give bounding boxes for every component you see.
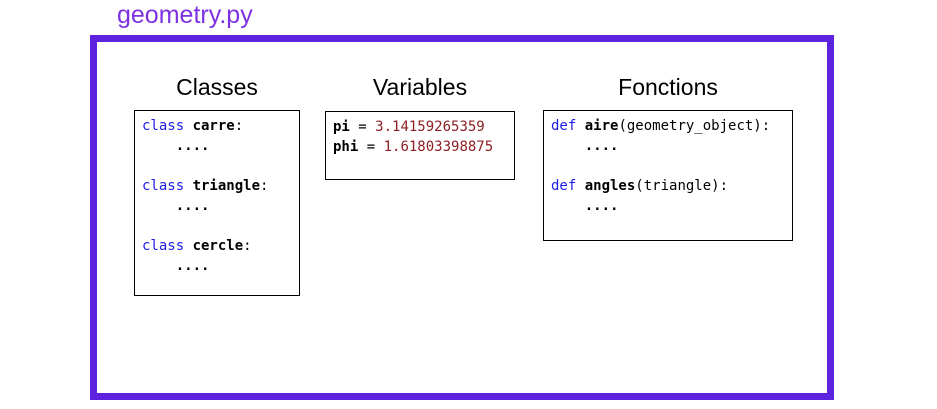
code-token: carre <box>192 118 235 134</box>
section-header-classes: Classes <box>176 74 258 100</box>
code-line: class triangle: <box>142 176 292 196</box>
code-token: : <box>243 238 252 254</box>
code-line: .... <box>142 136 292 156</box>
code-token: 1.61803398875 <box>383 139 494 155</box>
code-token: aire <box>584 118 619 134</box>
code-line <box>551 156 785 176</box>
code-token <box>551 138 585 154</box>
code-token <box>142 198 176 214</box>
code-token: (geometry_object): <box>618 118 771 134</box>
code-token: .... <box>584 138 619 154</box>
code-token: = <box>358 139 384 155</box>
code-token: .... <box>175 138 210 154</box>
code-token: phi <box>333 139 359 155</box>
code-token <box>142 258 176 274</box>
code-token: = <box>349 119 376 135</box>
code-token: : <box>260 178 269 194</box>
code-token: class <box>142 118 193 134</box>
code-box-fonctions: def aire(geometry_object): .... def angl… <box>543 110 793 241</box>
code-line: def angles(triangle): <box>551 176 785 196</box>
code-token: class <box>142 238 193 254</box>
code-line: class cercle: <box>142 236 292 256</box>
code-token: .... <box>175 198 210 214</box>
code-line <box>142 156 292 176</box>
code-box-classes: class carre: .... class triangle: .... c… <box>134 110 300 296</box>
code-token: angles <box>584 178 636 194</box>
code-line: .... <box>142 196 292 216</box>
code-token: def <box>551 118 585 134</box>
code-line: class carre: <box>142 116 292 136</box>
code-line <box>142 216 292 236</box>
code-token: cercle <box>192 238 244 254</box>
code-token: : <box>234 118 244 134</box>
code-line: pi = 3.14159265359 <box>333 117 507 137</box>
code-token: (triangle): <box>635 178 729 194</box>
code-line: .... <box>142 256 292 276</box>
code-line: .... <box>551 136 785 156</box>
code-token: pi <box>333 119 350 135</box>
code-token <box>551 198 585 214</box>
section-header-variables: Variables <box>372 74 468 100</box>
file-title: geometry.py <box>117 1 253 29</box>
code-token: def <box>551 178 585 194</box>
code-line: .... <box>551 196 785 216</box>
code-token: 3.14159265359 <box>375 119 485 135</box>
code-token: triangle <box>192 178 261 194</box>
section-header-fonctions: Fonctions <box>618 74 718 100</box>
code-line: def aire(geometry_object): <box>551 116 785 136</box>
code-line: phi = 1.61803398875 <box>333 137 507 157</box>
code-token: class <box>142 178 193 194</box>
code-token <box>142 138 176 154</box>
code-token: .... <box>584 198 619 214</box>
code-token: .... <box>175 258 210 274</box>
